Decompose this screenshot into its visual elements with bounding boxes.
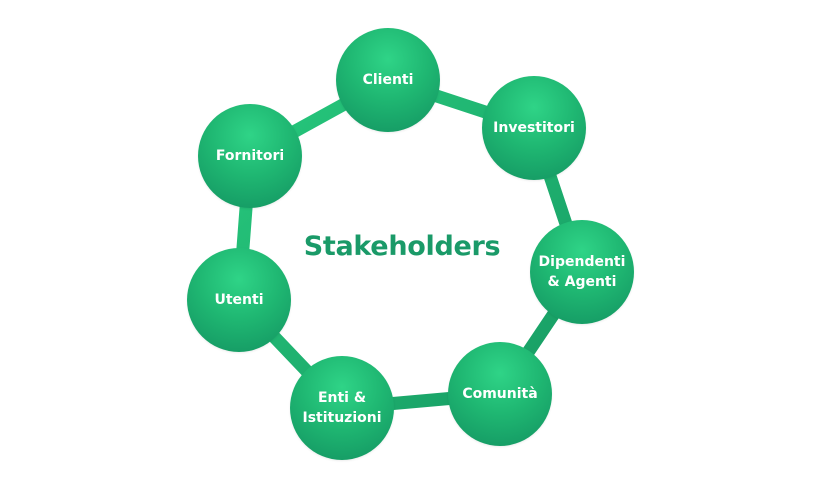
node-comunita: Comunità [448, 342, 552, 446]
node-utenti: Utenti [187, 248, 291, 352]
node-label-clienti: Clienti [362, 72, 414, 88]
node-fornitori: Fornitori [198, 104, 302, 208]
node-label-enti-istituzioni: Enti & Istituzioni [302, 390, 382, 426]
node-label-dipendenti-agenti: Dipendenti & Agenti [538, 254, 626, 290]
node-investitori: Investitori [482, 76, 586, 180]
center-title: Stakeholders [303, 231, 501, 262]
node-dipendenti-agenti: Dipendenti & Agenti [530, 220, 634, 324]
node-label-utenti: Utenti [214, 292, 264, 308]
node-enti-istituzioni: Enti & Istituzioni [290, 356, 394, 460]
node-label-investitori: Investitori [493, 120, 575, 136]
node-clienti: Clienti [336, 28, 440, 132]
node-label-fornitori: Fornitori [215, 148, 285, 164]
node-label-comunita: Comunità [462, 386, 538, 402]
